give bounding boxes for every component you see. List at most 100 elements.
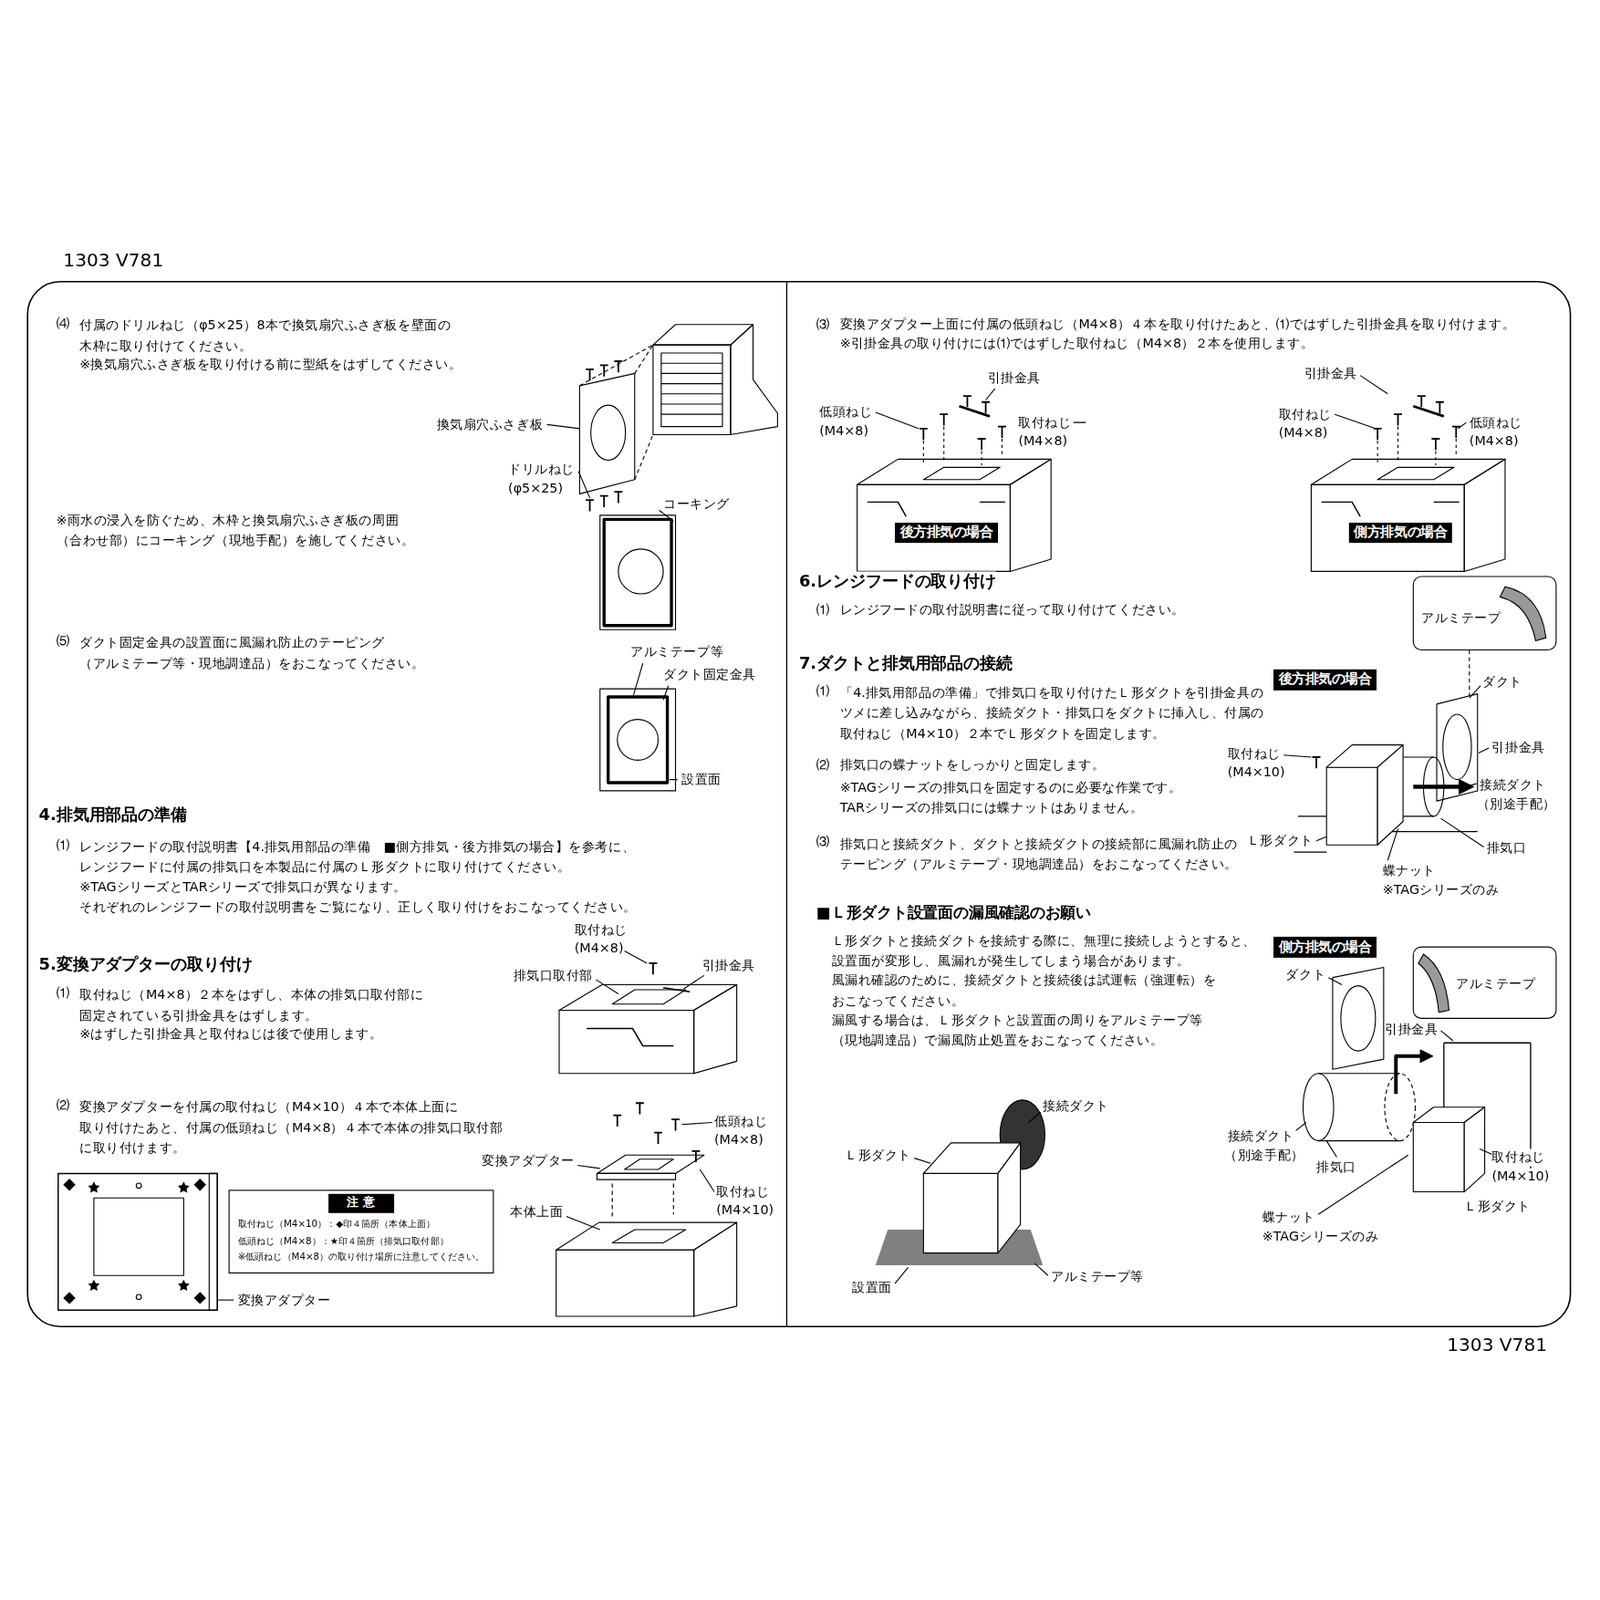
adapter-exploded xyxy=(556,1102,738,1317)
adapter-top-view xyxy=(93,1197,184,1276)
callout-label: ドリルねじ xyxy=(508,461,575,479)
side-exhaust-assembly xyxy=(1395,1056,1421,1094)
callout-label: 引掛金具 xyxy=(702,956,756,975)
unit-step5-3 xyxy=(1334,375,1466,429)
callout-label: 蝶ナット xyxy=(1262,1209,1316,1227)
step-number: ⑶ xyxy=(816,316,831,334)
callout-label: 取付ねじ xyxy=(1278,405,1332,424)
hood-illustration xyxy=(579,344,654,480)
callout-label: ※TAGシリーズのみ xyxy=(1262,1228,1380,1247)
node-heading: 後方排気の場合 xyxy=(900,524,994,541)
unit-top-step5-1 xyxy=(586,987,690,1047)
callout-label: (M4×10) xyxy=(1227,764,1286,782)
back-exhaust-assembly xyxy=(1499,586,1546,641)
back-exhaust-assembly xyxy=(1377,745,1403,846)
l-duct-taping xyxy=(875,1100,1049,1284)
callout-label: 取付ねじ xyxy=(574,921,628,939)
side-exhaust-assembly xyxy=(1296,946,1557,1215)
adapter-exploded xyxy=(612,1115,622,1127)
unit-step5-3 xyxy=(857,458,1052,485)
callout-label: 排気口 xyxy=(1486,840,1528,858)
callout-label: (M4×8) xyxy=(1278,424,1329,442)
callout-label: 引掛金具 xyxy=(1491,739,1545,758)
node-text: ※低頭ねじ（M4×8）の取り付け場所に注意してください。 xyxy=(238,1248,486,1267)
callout-label: 接続ダクト xyxy=(1042,1098,1110,1116)
instruction-text: 排気口と接続ダクト、ダクトと接続ダクトの接続部に風漏れ防止の テーピング（アルミ… xyxy=(840,833,1248,875)
caution-box: 注 意取付ねじ（M4×10）：◆印４箇所（本体上面）低頭ねじ（M4×8）：★印４… xyxy=(228,1189,495,1273)
callout-label: 変換アダプター xyxy=(481,1153,575,1171)
instruction-text: 風漏れ確認のために、接続ダクトと接続後は試運転（強運転）を おこなってください。 xyxy=(831,970,1240,1012)
step-number: ⑷ xyxy=(56,315,71,333)
side-exhaust-assembly xyxy=(1318,1073,1400,1142)
step-number: ⑵ xyxy=(56,1097,71,1115)
side-exhaust-assembly xyxy=(1296,977,1495,1216)
callout-label: アルミテープ xyxy=(1455,975,1536,993)
tape-plate xyxy=(608,696,668,783)
unit-step5-3 xyxy=(963,395,972,407)
instruction-text: 取付ねじ（M4×8）２本をはずし、本体の排気口取付部に 固定されている引掛金具を… xyxy=(79,984,447,1026)
callout-label: （別途手配） xyxy=(1224,1146,1304,1164)
callout-label: (M4×8) xyxy=(714,1132,764,1150)
adapter-exploded xyxy=(671,1119,680,1131)
back-exhaust-assembly xyxy=(1412,576,1557,651)
unit-top-step5-1 xyxy=(559,984,738,1010)
adapter-exploded xyxy=(635,1102,645,1114)
step-number: ⑴ xyxy=(816,602,831,620)
unit-step5-3 xyxy=(923,426,1002,467)
instruction-text: ※換気扇穴ふさぎ板を取り付ける前に型紙をはずしてください。 xyxy=(79,355,462,374)
section-heading: 7.ダクトと排気用部品の接続 xyxy=(799,653,1013,675)
callout-label: （別途手配） xyxy=(1476,796,1557,814)
hood-illustration xyxy=(653,324,754,345)
adapter-top-view xyxy=(88,1279,101,1291)
section-tab: 側方排気の場合 xyxy=(1349,522,1453,543)
hood-illustration xyxy=(591,405,626,460)
unit-step5-3 xyxy=(867,501,1006,517)
instruction-text: 変換アダプターを付属の取付ねじ（M4×10）４本で本体上面に 取り付けたあと、付… xyxy=(79,1097,509,1159)
callout-label: 蝶ナット xyxy=(1382,862,1436,880)
callout-label: 接続ダクト xyxy=(1479,776,1547,794)
instruction-text: 排気口の蝶ナットをしっかりと固定します。 xyxy=(840,757,1106,775)
caulking-plate xyxy=(603,519,672,625)
side-exhaust-assembly xyxy=(1340,986,1376,1052)
l-duct-taping xyxy=(894,1111,1049,1284)
adapter-top-view xyxy=(208,1173,218,1310)
callout-label: (M4×8) xyxy=(1018,432,1068,450)
callout-label: ダクト xyxy=(1285,966,1326,984)
section-tab: 後方排気の場合 xyxy=(894,522,998,543)
adapter-top-view xyxy=(58,1173,219,1310)
callout-label: 設置面 xyxy=(851,1279,893,1298)
hood-illustration xyxy=(613,491,623,503)
step-number: ⑴ xyxy=(56,984,71,1002)
callout-label: 引掛金具 xyxy=(987,370,1041,388)
page-frame xyxy=(786,281,788,1327)
callout-label: ダクト xyxy=(1482,673,1523,691)
callout-label: (M4×10) xyxy=(716,1202,774,1220)
callout-label: 引掛金具 xyxy=(1384,1021,1438,1039)
adapter-top-view xyxy=(194,1291,207,1304)
callout-label: (φ5×25) xyxy=(508,480,563,499)
instruction-text: 漏風する場合は、Ｌ形ダクトと設置面の周りをアルミテープ等 （現地調達品）で漏風防… xyxy=(831,1009,1230,1051)
node-text: 取付ねじ（M4×10）：◆印４箇所（本体上面） xyxy=(238,1215,486,1233)
page-frame xyxy=(27,281,1570,1327)
callout-label: 取付ねじ xyxy=(1227,746,1281,764)
instruction-text: 変換アダプター上面に付属の低頭ねじ（M4×8）４本を取り付けたあと、⑴ではずした… xyxy=(840,316,1517,334)
instruction-text: ※引掛金具の取り付けには⑴ではずした取付ねじ（M4×8）２本を使用します。 xyxy=(840,335,1315,354)
callout-label: 取付ねじ xyxy=(1491,1149,1545,1167)
callout-label: 低頭ねじ xyxy=(714,1112,768,1131)
instruction-text: レンジフードの取付説明書に従って取り付けてください。 xyxy=(840,602,1185,620)
callout-label: アルミテープ xyxy=(1421,610,1501,628)
unit-step5-3 xyxy=(919,428,928,440)
callout-label: コーキング xyxy=(663,496,730,514)
page-code: 1303 V781 xyxy=(1446,1332,1548,1357)
callout-label: (M4×8) xyxy=(574,939,624,957)
unit-top-step5-1 xyxy=(694,984,738,1073)
callout-label: 排気口取付部 xyxy=(513,966,593,985)
unit-step5-3 xyxy=(981,402,990,414)
adapter-top-view xyxy=(135,1294,142,1300)
adapter-exploded xyxy=(596,1154,704,1174)
unit-top-step5-1 xyxy=(612,989,686,1005)
caulking-plate xyxy=(618,549,664,594)
adapter-exploded xyxy=(654,1132,663,1144)
instruction-text: ※はずした引掛金具と取付ねじは後で使用します。 xyxy=(79,1025,383,1043)
